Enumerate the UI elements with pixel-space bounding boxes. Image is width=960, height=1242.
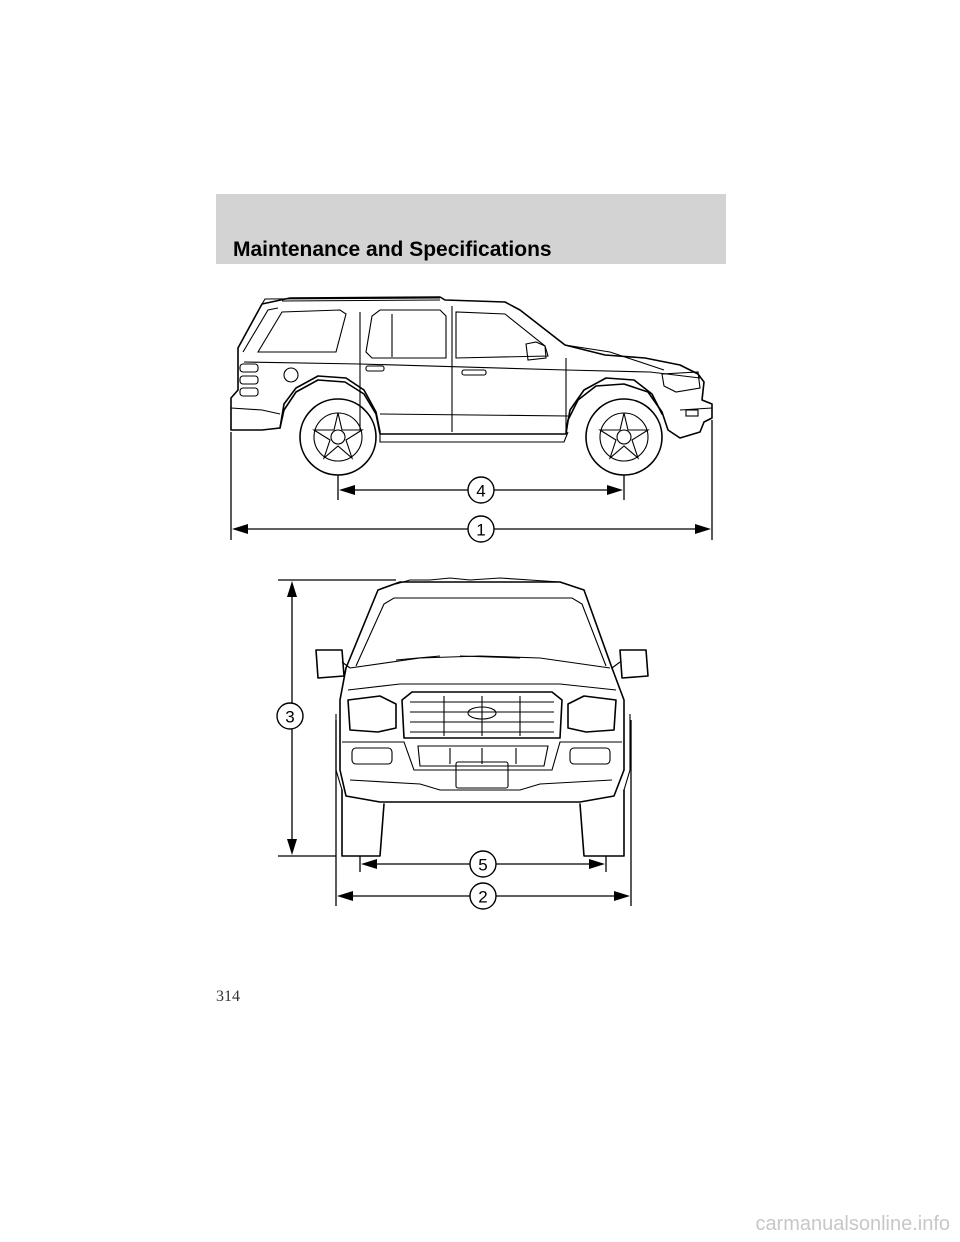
label-4: 4 [467,476,495,504]
front-view-vehicle [315,577,649,857]
side-view-rear-wheel [299,398,377,476]
side-view-vehicle [230,296,713,443]
label-2-text: 2 [478,888,487,907]
page-number: 314 [216,988,240,1005]
label-3: 3 [276,702,304,730]
label-1-text: 1 [476,521,485,540]
watermark: carmanualsonline.info [755,1213,950,1235]
section-header: Maintenance and Specifications [216,194,726,264]
label-3-text: 3 [285,708,294,727]
label-4-text: 4 [476,482,485,501]
side-view-front-wheel [585,398,663,476]
section-title: Maintenance and Specifications [233,238,552,261]
label-5: 5 [469,850,497,878]
label-2: 2 [469,882,497,910]
label-1: 1 [467,515,495,543]
label-5-text: 5 [478,856,487,875]
